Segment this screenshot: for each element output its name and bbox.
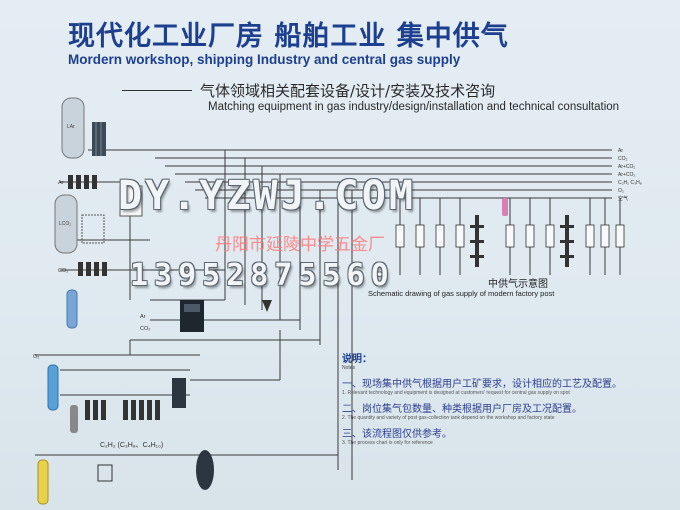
control-cabinet: [180, 300, 204, 332]
svg-text:Ar: Ar: [58, 180, 64, 186]
note-item-3-english: 3. The process chart is only for referen…: [342, 440, 433, 446]
notes-subtitle: Notes: [342, 365, 356, 371]
watermark-company: 丹阳市延陵中学五金厂: [215, 235, 385, 255]
svg-text:O₂: O₂: [33, 354, 39, 360]
svg-text:LCO₂: LCO₂: [59, 221, 71, 227]
notes-block: 说明： Notes 一、现场集中供气根据用户工矿要求，设计相应的工艺及配置。 1…: [342, 350, 672, 446]
collector-assemblies: [470, 215, 574, 267]
page-title: 现代化工业厂房 船舶工业 集中供气: [68, 21, 509, 52]
argon-cylinder-left: [66, 289, 78, 329]
svg-text:CO₂: CO₂: [140, 326, 150, 332]
svg-text:空气: 空气: [618, 195, 628, 202]
vaporizer-mid: [81, 214, 105, 244]
page-title-english: Mordern workshop, shipping Industry and …: [68, 52, 461, 67]
pipe-network: [35, 149, 621, 480]
oxygen-cylinder-left: [47, 364, 59, 411]
gas-panel: [119, 185, 143, 217]
note-item-1: 一、现场集中供气根据用户工矿要求，设计相应的工艺及配置。: [342, 379, 622, 390]
pink-cylinder: [502, 198, 508, 216]
schematic-title-english: Schematic drawing of gas supply of moder…: [368, 289, 555, 298]
note-item-2-english: 2. The quantity and variety of post gas-…: [342, 415, 555, 421]
cylinder-label: C₂H₂ (C₃H₈、C₄H₁₀): [100, 442, 164, 449]
schematic-title: 中供气示意图: [488, 279, 548, 290]
equipment-labels: Ar CO₂ Ar CO₂ O₂: [33, 180, 150, 360]
svg-text:Ar+CO₂: Ar+CO₂: [618, 164, 635, 170]
liquid-tank-mid: LCO₂: [54, 194, 78, 254]
liquid-tank-top: LAr: [61, 97, 85, 159]
subtitle-divider: [122, 90, 192, 91]
cylinder-bank-co2: [78, 262, 107, 276]
gas-collection-posts: [395, 224, 625, 248]
svg-text:CO₂: CO₂: [58, 268, 68, 274]
svg-text:Ar+CO₂: Ar+CO₂: [618, 172, 635, 178]
lower-cylinder-rack: [70, 400, 160, 433]
svg-text:O₂: O₂: [618, 188, 624, 194]
svg-text:Ar: Ar: [618, 148, 623, 154]
notes-title: 说明：: [342, 354, 372, 365]
watermark-phone: 13952875560: [130, 258, 395, 293]
acetylene-cylinder-left: [37, 459, 49, 505]
watermark-url: DY.YZWJ.COM: [118, 173, 416, 219]
svg-text:LAr: LAr: [67, 124, 75, 130]
note-item-2: 二、岗位集气包数量、种类根据用户厂房及工况配置。: [342, 404, 582, 415]
note-item-3: 三、该流程图仅供参考。: [342, 429, 452, 440]
cylinder-bank-ar: [68, 175, 97, 189]
subtitle-english: Matching equipment in gas industry/desig…: [208, 101, 620, 113]
svg-text:Ar: Ar: [140, 314, 146, 320]
svg-text:C₂H₂ C₃H₈: C₂H₂ C₃H₈: [618, 180, 642, 186]
acetylene-regulator: [97, 450, 214, 490]
svg-text:CO₂: CO₂: [618, 156, 628, 162]
note-item-1-english: 1. Relevant technology and equipment is …: [342, 390, 570, 396]
header-labels: Ar CO₂ Ar+CO₂ Ar+CO₂ C₂H₂ C₃H₈ O₂ 空气: [618, 148, 642, 202]
lower-tank: [172, 378, 186, 408]
vaporizer-top: [92, 122, 106, 156]
subtitle-chinese: 气体领域相关配套设备/设计/安装及技术咨询: [200, 82, 496, 100]
filter-unit: [262, 300, 272, 312]
